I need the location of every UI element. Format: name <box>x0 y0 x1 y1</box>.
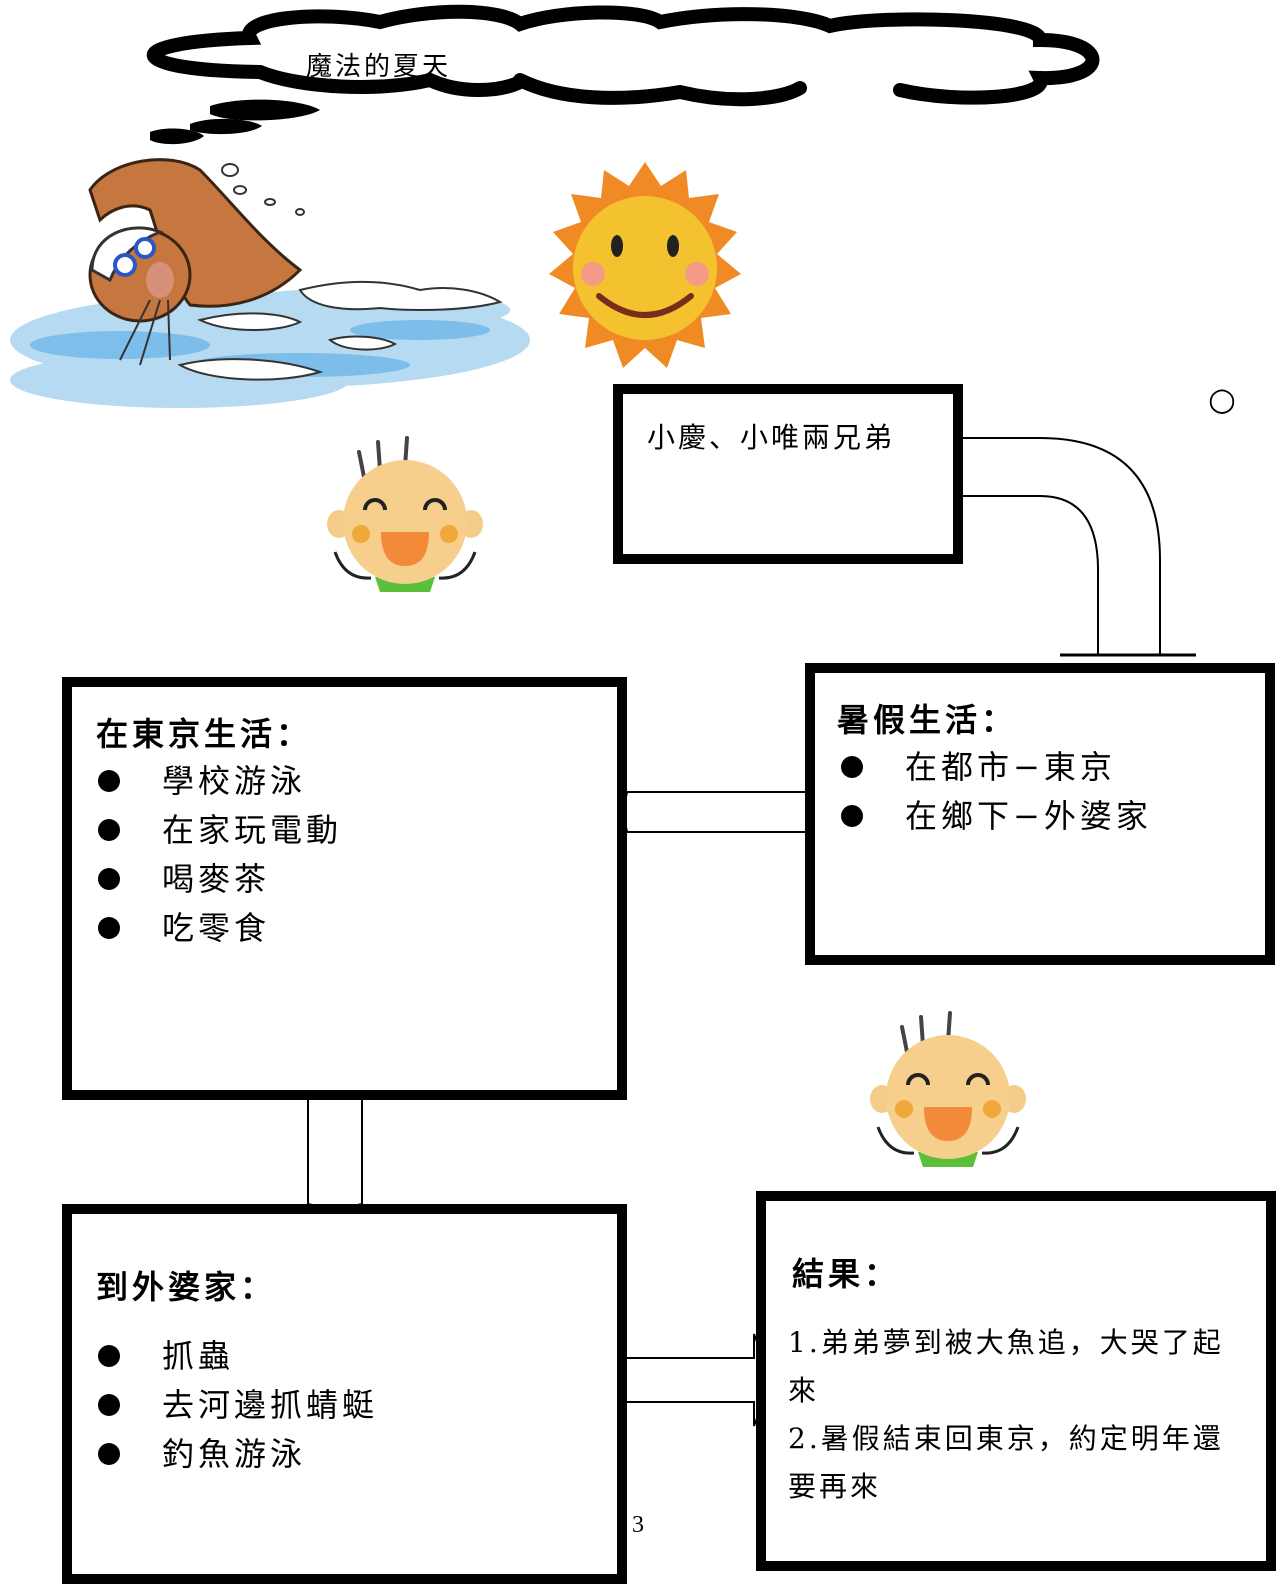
arrow-summer-to-tokyo <box>621 791 812 833</box>
grandma-house-box: 到外婆家： 抓蟲 去河邊抓蜻蜓 釣魚游泳 <box>62 1204 627 1584</box>
bullet-icon <box>98 770 120 792</box>
result-title: 結果： <box>792 1255 901 1293</box>
corner-circle-symbol: ○ <box>1208 380 1236 418</box>
grandma-house-title: 到外婆家： <box>96 1268 277 1306</box>
list-item: 釣魚游泳 <box>98 1430 378 1479</box>
baby-face-illustration <box>870 1011 1026 1167</box>
list-item: 喝麥茶 <box>98 855 342 904</box>
bullet-icon <box>98 868 120 890</box>
list-item: 去河邊抓蜻蜓 <box>98 1381 378 1430</box>
tokyo-life-box: 在東京生活： 學校游泳 在家玩電動 喝麥茶 吃零食 <box>62 677 627 1100</box>
summer-life-list: 在都市−東京 在鄉下−外婆家 <box>841 743 1152 841</box>
elbow-connector <box>955 437 1196 657</box>
result-line: 來 <box>788 1374 820 1407</box>
character-text: 小慶、小唯兩兄弟 <box>647 421 896 454</box>
result-line: 1.弟弟夢到被大魚追，大哭了起 <box>788 1326 1224 1359</box>
tokyo-life-title: 在東京生活： <box>96 715 313 753</box>
bullet-icon <box>98 917 120 939</box>
page-number: 3 <box>632 1512 644 1538</box>
result-line: 要再來 <box>788 1470 882 1503</box>
bullet-icon <box>98 1443 120 1465</box>
tokyo-life-list: 學校游泳 在家玩電動 喝麥茶 吃零食 <box>98 757 342 953</box>
sun-illustration <box>549 162 741 368</box>
result-line: 2.暑假結束回東京，約定明年還 <box>788 1422 1224 1455</box>
character-box: 小慶、小唯兩兄弟 <box>613 384 963 564</box>
list-item: 在鄉下−外婆家 <box>841 792 1152 841</box>
bullet-icon <box>98 1345 120 1367</box>
summer-life-box: 暑假生活： 在都市−東京 在鄉下−外婆家 <box>805 663 1275 965</box>
arrow-tokyo-to-grandma <box>307 1092 363 1212</box>
bullet-icon <box>98 819 120 841</box>
bullet-icon <box>841 756 863 778</box>
title-cloud <box>146 4 1100 145</box>
baby-face-illustration <box>327 436 483 592</box>
summer-life-title: 暑假生活： <box>837 701 1018 739</box>
list-item: 吃零食 <box>98 904 342 953</box>
list-item: 學校游泳 <box>98 757 342 806</box>
list-item: 在都市−東京 <box>841 743 1152 792</box>
cloud-title: 魔法的夏天 <box>306 52 452 82</box>
bullet-icon <box>98 1394 120 1416</box>
list-item: 抓蟲 <box>98 1332 378 1381</box>
arrow-grandma-to-result <box>622 1333 774 1427</box>
swimmer-illustration <box>10 158 530 408</box>
bullet-icon <box>841 805 863 827</box>
list-item: 在家玩電動 <box>98 806 342 855</box>
grandma-house-list: 抓蟲 去河邊抓蜻蜓 釣魚游泳 <box>98 1332 378 1479</box>
result-box: 結果： 1.弟弟夢到被大魚追，大哭了起 來 2.暑假結束回東京，約定明年還 要再… <box>756 1191 1276 1571</box>
